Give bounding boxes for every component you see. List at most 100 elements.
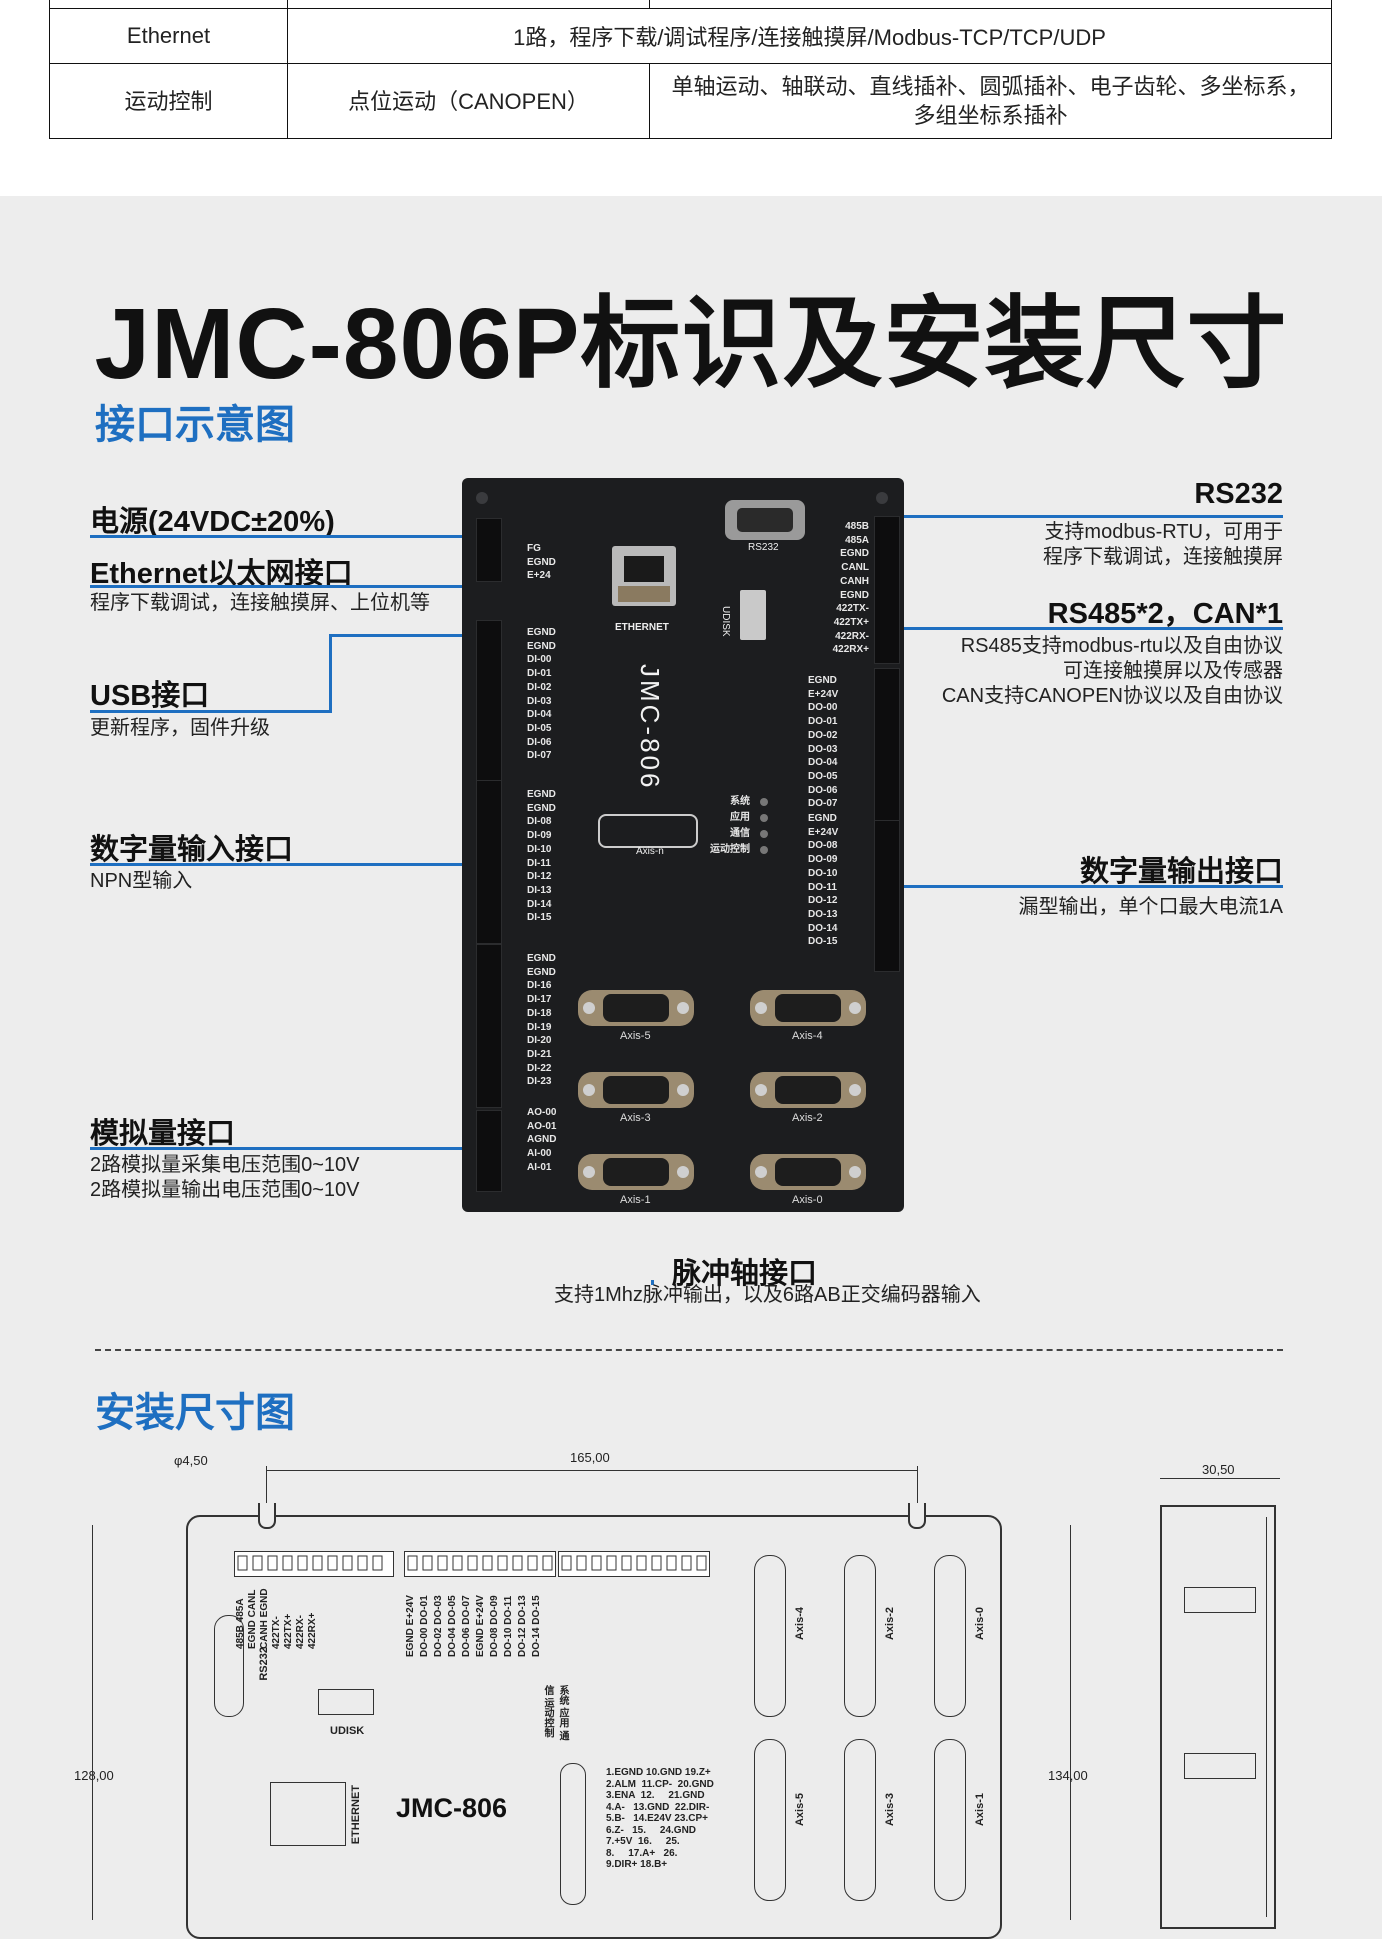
table-cell: 1路，程序下载/调试程序/连接触摸屏/Modbus-TCP/TCP/UDP: [287, 8, 1332, 64]
usb-desc: 更新程序，固件升级: [90, 717, 270, 739]
controller-device-photo: FG EGND E+24 EGND EGND DI-00 DI-01 DI-02…: [462, 478, 904, 1212]
rs485-desc-2: 可连接触摸屏以及传感器: [1063, 660, 1283, 682]
drawing-model-label: JMC-806: [396, 1793, 508, 1823]
analog-desc-2: 2路模拟量输出电压范围0~10V: [90, 1179, 360, 1201]
dout-b-pin-labels: EGND E+24V DO-08 DO-09 DO-10 DO-11 DO-12…: [808, 813, 839, 948]
comm-terminal: [874, 516, 900, 664]
din-terminal-c: [476, 944, 502, 1108]
axis-3-label: Axis-3: [620, 1112, 651, 1124]
drawing-axis-4-label: Axis-4: [794, 1607, 806, 1641]
table-cell: 点位运动（CANOPEN）: [287, 63, 650, 139]
din-terminal-a: [476, 620, 502, 792]
din-c-pin-labels: EGND EGND DI-16 DI-17 DI-18 DI-19 DI-20 …: [527, 953, 556, 1088]
drawing-axis-1-label: Axis-1: [974, 1793, 986, 1827]
drawing-axis-5-connector: [754, 1739, 786, 1901]
analog-label: 模拟量接口: [90, 1118, 236, 1150]
drawing-axis-2-connector: [844, 1555, 876, 1717]
axis-2-connector: [749, 1068, 867, 1112]
depth-dimension: 30,50: [1202, 1462, 1235, 1477]
analog-pin-labels: AO-00 AO-01 AGND AI-00 AI-01: [527, 1107, 557, 1173]
drawing-axis-5-label: Axis-5: [794, 1793, 806, 1827]
drawing-led-labels: 系统 应用 通信 运动控制: [542, 1685, 568, 1741]
section-divider: [95, 1349, 1283, 1351]
drawing-comm-pins: 485B 485A EGND CANL CANH EGND 422TX- 422…: [235, 1588, 318, 1649]
din-terminal-b: [476, 780, 502, 944]
spec-table: Ethernet 1路，程序下载/调试程序/连接触摸屏/Modbus-TCP/T…: [49, 0, 1332, 139]
hole-dimension: φ4,50: [174, 1453, 208, 1468]
drawing-udisk-label: UDISK: [330, 1725, 365, 1737]
axis-0-label: Axis-0: [792, 1194, 823, 1206]
analog-desc-1: 2路模拟量采集电压范围0~10V: [90, 1154, 360, 1176]
drawing-usb-port: [318, 1689, 374, 1715]
section-title-install: 安装尺寸图: [95, 1391, 295, 1435]
section-title-interface: 接口示意图: [95, 403, 295, 447]
power-label: 电源(24VDC±20%): [90, 506, 335, 538]
drawing-ethernet-label: ETHERNET: [350, 1785, 362, 1845]
height-left-dimension: 128,00: [74, 1768, 114, 1783]
axis-2-label: Axis-2: [792, 1112, 823, 1124]
dout-terminal-a: [874, 668, 900, 822]
usb-label: USB接口: [90, 680, 210, 712]
usb-port-label: UDISK: [720, 606, 731, 637]
comm-pin-labels: 485B 485A EGND CANL CANH EGND 422TX- 422…: [832, 521, 869, 656]
drawing-rs232-port: [214, 1615, 244, 1717]
drawing-axis-1-connector: [934, 1739, 966, 1901]
axis-1-label: Axis-1: [620, 1194, 651, 1206]
side-view-drawing: [1160, 1505, 1276, 1929]
dout-a-pin-labels: EGND E+24V DO-00 DO-01 DO-02 DO-03 DO-04…: [808, 675, 839, 810]
device-model-label: JMC-806: [635, 664, 665, 791]
pulse-desc: 支持1Mhz脉冲输出，以及6路AB正交编码器输入: [554, 1284, 981, 1306]
ethernet-port-label: ETHERNET: [615, 622, 669, 633]
analog-terminal: [476, 1110, 502, 1192]
drawing-axis-2-label: Axis-2: [884, 1607, 896, 1641]
usb-port: [740, 590, 766, 640]
axis-3-connector: [577, 1068, 695, 1112]
din-label: 数字量输入接口: [90, 834, 294, 866]
drawing-axis-4-connector: [754, 1555, 786, 1717]
axis-5-connector: [577, 986, 695, 1030]
dout-label: 数字量输出接口: [1079, 856, 1283, 888]
rs232-label: RS232: [1194, 478, 1283, 510]
din-b-pin-labels: EGND EGND DI-08 DI-09 DI-10 DI-11 DI-12 …: [527, 789, 556, 924]
rs232-port-label: RS232: [748, 542, 779, 553]
axis-4-connector: [749, 986, 867, 1030]
ethernet-desc: 程序下载调试，连接触摸屏、上位机等: [90, 592, 430, 614]
drawing-axis-0-label: Axis-0: [974, 1607, 986, 1641]
drawing-axis-0-connector: [934, 1555, 966, 1717]
drawing-rs232-label: RS232: [258, 1647, 270, 1681]
front-view-drawing: 485B 485A EGND CANL CANH EGND 422TX- 422…: [186, 1503, 1002, 1939]
axis-4-label: Axis-4: [792, 1030, 823, 1042]
din-a-pin-labels: EGND EGND DI-00 DI-01 DI-02 DI-03 DI-04 …: [527, 627, 556, 762]
axis-n-connector: [598, 814, 698, 848]
table-cell: 运动控制: [49, 63, 288, 139]
rs232-port: [725, 500, 805, 540]
axis-5-label: Axis-5: [620, 1030, 651, 1042]
din-desc: NPN型输入: [90, 870, 193, 892]
table-cell: Ethernet: [49, 8, 288, 64]
rs232-desc-2: 程序下载调试，连接触摸屏: [1043, 546, 1283, 568]
spec-table-section: Ethernet 1路，程序下载/调试程序/连接触摸屏/Modbus-TCP/T…: [0, 0, 1382, 196]
axis-n-label: Axis-n: [636, 846, 664, 857]
table-cell: 单轴运动、轴联动、直线插补、圆弧插补、电子齿轮、多坐标系，多组坐标系插补: [649, 63, 1332, 139]
axis-1-connector: [577, 1150, 695, 1194]
dout-terminal-b: [874, 820, 900, 972]
drawing-axis-3-connector: [844, 1739, 876, 1901]
axis-0-connector: [749, 1150, 867, 1194]
drawing-axis-n-connector: [560, 1763, 586, 1905]
ethernet-label: Ethernet以太网接口: [90, 558, 353, 590]
rs485-desc-3: CAN支持CANOPEN协议以及自由协议: [941, 685, 1283, 707]
height-right-dimension: 134,00: [1048, 1768, 1088, 1783]
drawing-pinout: 1.EGND 10.GND 19.Z+ 2.ALM 11.CP- 20.GND …: [606, 1767, 714, 1870]
table-row: Ethernet 1路，程序下载/调试程序/连接触摸屏/Modbus-TCP/T…: [49, 8, 1332, 64]
table-row: 运动控制 点位运动（CANOPEN） 单轴运动、轴联动、直线插补、圆弧插补、电子…: [49, 63, 1332, 139]
drawing-axis-3-label: Axis-3: [884, 1793, 896, 1827]
rs232-desc-1: 支持modbus-RTU，可用于: [1044, 521, 1283, 543]
ethernet-port: [612, 546, 676, 606]
pulse-label: 脉冲轴接口: [672, 1258, 818, 1290]
drawing-dout-pins: EGND E+24V DO-00 DO-01 DO-02 DO-03 DO-04…: [405, 1595, 542, 1657]
page-title: JMC-806P标识及安装尺寸: [94, 288, 1288, 400]
power-pin-labels: FG EGND E+24: [527, 543, 556, 582]
dout-desc: 漏型输出，单个口最大电流1A: [1018, 896, 1283, 918]
rs485-label: RS485*2，CAN*1: [1047, 598, 1283, 630]
power-terminal: [476, 518, 502, 582]
